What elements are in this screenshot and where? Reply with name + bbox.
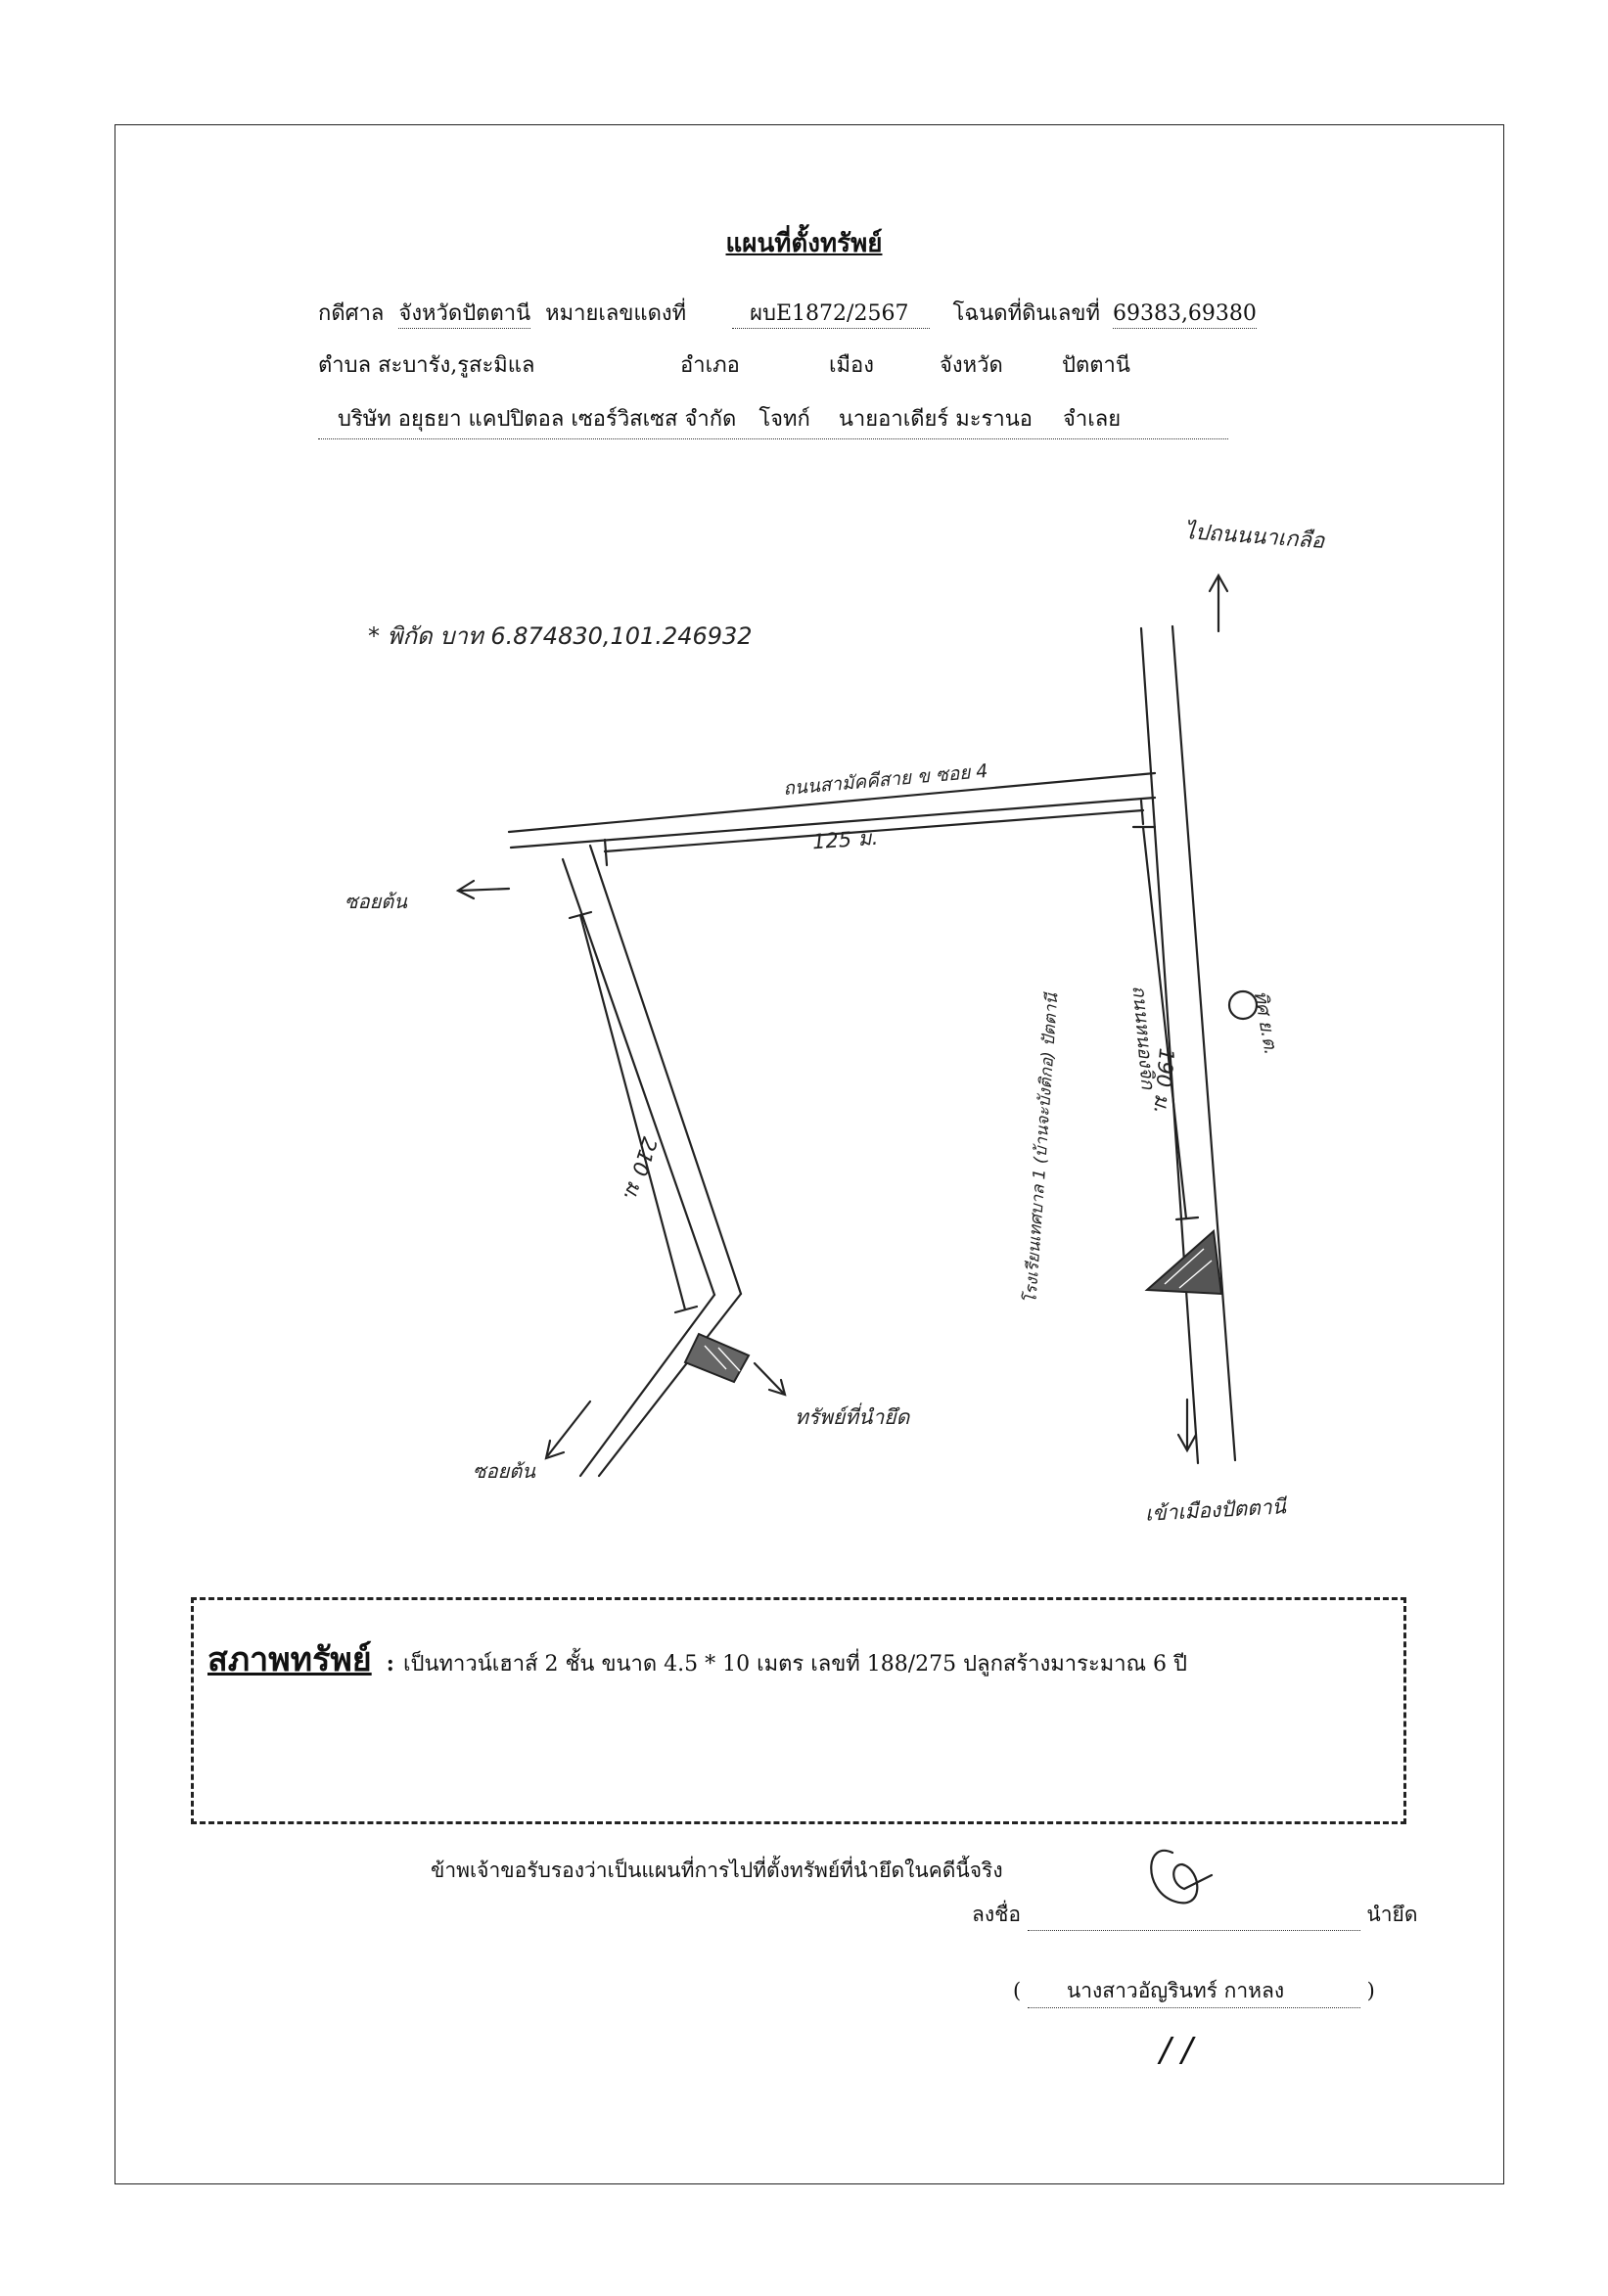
court-value: จังหวัดปัตตานี [398, 301, 531, 329]
dim-right-tick-bottom [1174, 1216, 1200, 1221]
court-label: กดีศาล [318, 301, 385, 326]
case-value: ผบE1872/2567 [732, 301, 931, 329]
main-road-right-edge [1171, 624, 1237, 1462]
main-road-left-edge [1139, 626, 1200, 1465]
side-road-right-edge-lower [597, 1292, 743, 1478]
defendant-label: จำเลย [1062, 407, 1122, 432]
label-dist-right: 190 ม. [1149, 1046, 1179, 1116]
tambon-value: สะบารัง,รูสะมิแล [378, 353, 535, 378]
open-paren: ( [1013, 1979, 1022, 2002]
property-condition: สภาพทรัพย์ : เป็นทาวน์เฮาส์ 2 ชั้น ขนาด … [207, 1632, 1187, 1685]
side-road-left-edge-lower [578, 1293, 716, 1478]
sign-role: นำยึด [1366, 1903, 1418, 1926]
arrow-left-bottom-head [544, 1439, 566, 1460]
top-road-upper-edge [507, 771, 1157, 834]
arrow-left-top-head [455, 879, 476, 900]
label-dist-top: 125 ม. [811, 825, 880, 854]
signer-name: นางสาวอัญรินทร์ กาหลง [1027, 1975, 1360, 2008]
dim-top-tick-right [1139, 799, 1145, 826]
dim-left-line [578, 913, 687, 1311]
close-paren: ) [1366, 1979, 1375, 2002]
case-label: หมายเลขแดงที่ [545, 301, 687, 326]
top-road-lower-edge [509, 796, 1157, 850]
arrow-north-head [1208, 573, 1229, 593]
company-name: บริษัท อยุธยา แคปปิตอล เซอร์วิสเซส จำกัด [338, 407, 737, 432]
amphoe-label: อำเภอ [680, 353, 740, 378]
defendant-name: นายอาเดียร์ มะรานอ [838, 407, 1033, 432]
condition-label: สภาพทรัพย์ [207, 1640, 372, 1679]
header-line-1: กดีศาล จังหวัดปัตตานี หมายเลขแดงที่ ผบE1… [318, 296, 1257, 330]
dim-top-line [603, 808, 1145, 853]
tambon-label: ตำบล [318, 353, 372, 378]
property-condition-box [191, 1597, 1406, 1824]
dim-right-line [1141, 825, 1188, 1220]
province-label: จังหวัด [940, 353, 1003, 378]
coordinates-note: * พิกัด บาท 6.874830,101.246932 [368, 622, 753, 650]
side-road-left-edge-upper [561, 857, 716, 1297]
dim-left-tick-top [568, 910, 593, 920]
arrow-south-head [1176, 1433, 1198, 1453]
label-to-left-bottom: ซอยต้น [473, 1459, 535, 1483]
deed-value: 69383,69380 [1112, 301, 1257, 329]
amphoe-value: เมือง [829, 353, 874, 378]
signature-line: ลงชื่อ นำยึด [972, 1899, 1417, 1931]
sign-label: ลงชื่อ [972, 1903, 1021, 1926]
signature-scribble [1150, 1849, 1214, 1905]
signature-date: / / [1160, 2031, 1193, 2070]
header-tambon: ตำบล สะบารัง,รูสะมิแล [318, 347, 534, 382]
arrow-property-head [767, 1378, 787, 1397]
arrow-left-top-line [458, 887, 511, 893]
header-parties: บริษัท อยุธยา แคปปิตอล เซอร์วิสเซส จำกัด… [318, 401, 1228, 439]
north-symbol-circle [1227, 989, 1259, 1021]
dim-top-tick-left [603, 838, 609, 867]
label-property: ทรัพย์ที่นำยึด [795, 1405, 910, 1429]
condition-colon: : [386, 1651, 394, 1676]
side-road-right-edge-upper [588, 844, 743, 1296]
property-marker [683, 1332, 751, 1384]
sign-blank [1027, 1930, 1360, 1931]
label-to-left-top: ซอยต้น [345, 890, 407, 913]
page-title: แผนที่ตั้งทรัพย์ [725, 229, 883, 258]
arrow-property-line [753, 1361, 785, 1395]
plaintiff-label: โจทก์ [758, 407, 810, 432]
school-marker [1144, 1228, 1223, 1296]
page-frame [115, 124, 1504, 2184]
certify-text: ข้าพเจ้าขอรับรองว่าเป็นแผนที่การไปที่ตั้… [431, 1859, 1003, 1882]
condition-text: เป็นทาวน์เฮาส์ 2 ชั้น ขนาด 4.5 * 10 เมตร… [403, 1652, 1187, 1676]
arrow-left-bottom-line [546, 1400, 592, 1457]
province-value: ปัตตานี [1062, 353, 1130, 378]
dim-left-tick-bottom [673, 1305, 699, 1314]
signer-name-line: ( นางสาวอัญรินทร์ กาหลง ) [1013, 1975, 1375, 2008]
deed-label: โฉนดที่ดินเลขที่ [952, 301, 1100, 326]
